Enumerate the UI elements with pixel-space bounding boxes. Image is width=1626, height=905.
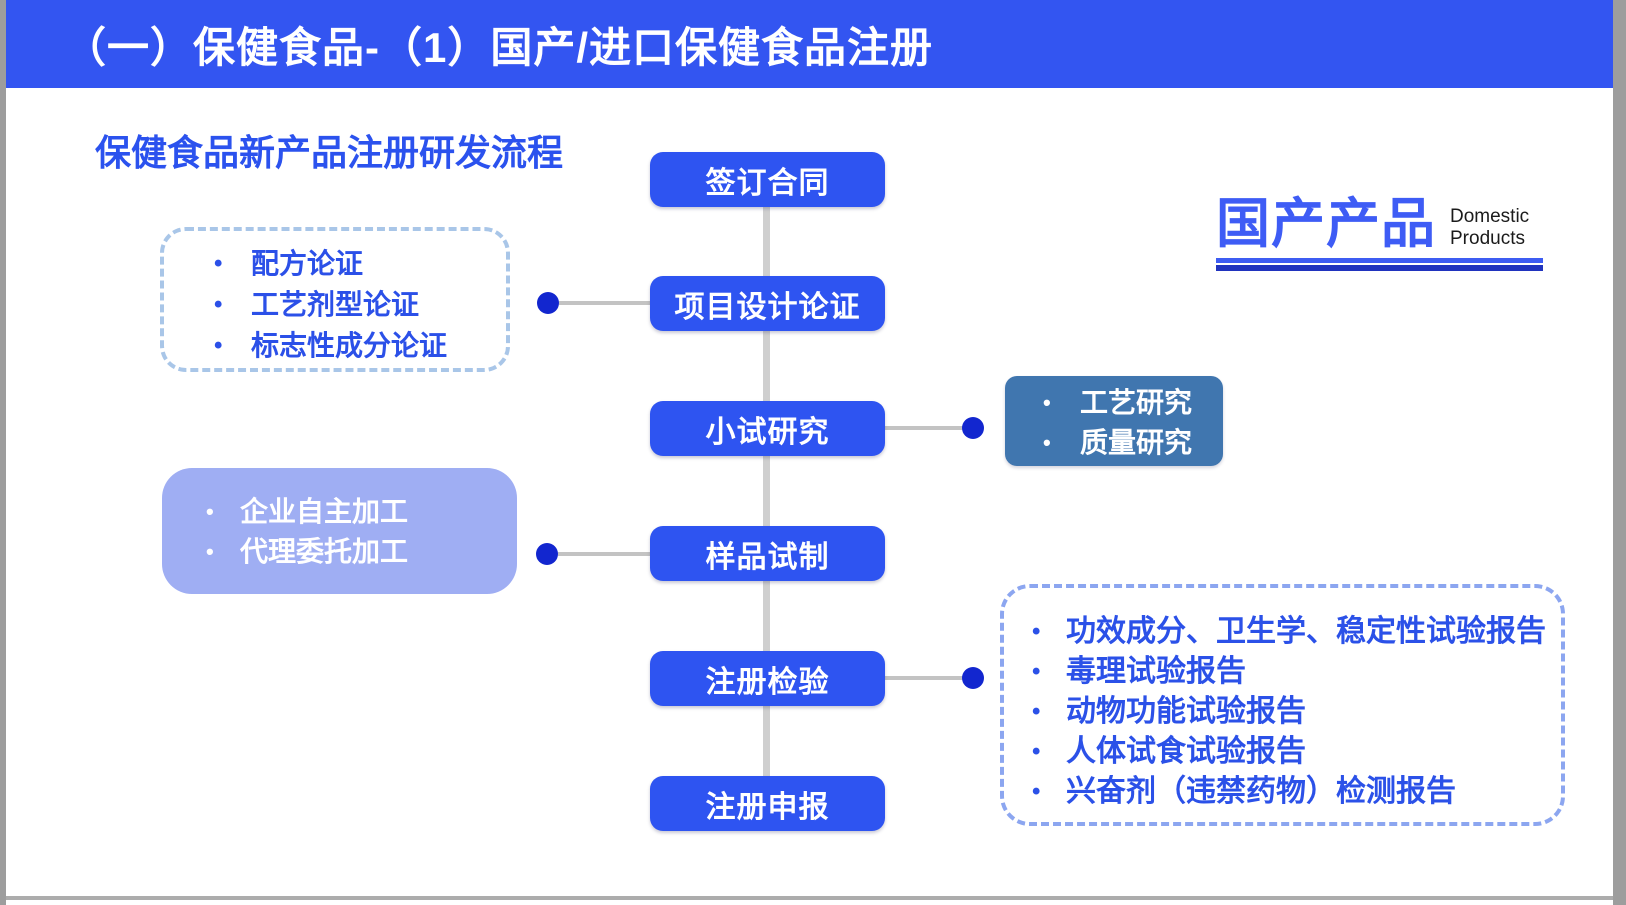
flow-step-lab-research: 小试研究 <box>650 401 885 456</box>
list-item: 人体试食试验报告 <box>1004 732 1561 772</box>
slide-title: （一）保健食品-（1）国产/进口保健食品注册 <box>64 23 934 71</box>
badge-underline-bottom <box>1216 265 1543 271</box>
flow-step-sign-contract: 签订合同 <box>650 152 885 207</box>
callout-registration-test-reports: 功效成分、卫生学、稳定性试验报告 毒理试验报告 动物功能试验报告 人体试食试验报… <box>1000 584 1565 826</box>
connector-dot-reports <box>962 667 984 689</box>
connector-dot-sample <box>536 543 558 565</box>
title-banner: （一）保健食品-（1）国产/进口保健食品注册 <box>6 0 1613 88</box>
connector-line-design <box>559 301 652 305</box>
flow-step-registration-inspection: 注册检验 <box>650 651 885 706</box>
connector-line-research <box>883 426 973 430</box>
list-item: 代理委托加工 <box>162 532 517 572</box>
flow-step-registration-filing: 注册申报 <box>650 776 885 831</box>
badge-title-cn: 国产产品 <box>1216 194 1436 254</box>
callout-design-argumentation: 配方论证 工艺剂型论证 标志性成分论证 <box>160 227 510 372</box>
list-item: 功效成分、卫生学、稳定性试验报告 <box>1004 612 1561 652</box>
list-item: 配方论证 <box>164 243 506 284</box>
connector-line-sample <box>558 552 652 556</box>
list-item: 质量研究 <box>1005 423 1223 463</box>
badge-underline-top <box>1216 258 1543 263</box>
connector-line-reports <box>883 676 973 680</box>
connector-dot-design <box>537 292 559 314</box>
list-item: 工艺研究 <box>1005 383 1223 423</box>
flow-step-project-design-review: 项目设计论证 <box>650 276 885 331</box>
flow-step-sample-trial: 样品试制 <box>650 526 885 581</box>
callout-sample-processing: 企业自主加工 代理委托加工 <box>162 468 517 594</box>
flow-subtitle: 保健食品新产品注册研发流程 <box>95 132 564 173</box>
list-item: 工艺剂型论证 <box>164 284 506 325</box>
slide-left-border <box>0 0 6 905</box>
list-item: 动物功能试验报告 <box>1004 692 1561 732</box>
slide-bottom-border <box>6 896 1613 900</box>
flow-spine-connector <box>763 179 770 803</box>
slide-right-border <box>1613 0 1626 905</box>
list-item: 兴奋剂（违禁药物）检测报告 <box>1004 772 1561 812</box>
callout-pilot-research: 工艺研究 质量研究 <box>1005 376 1223 466</box>
list-item: 毒理试验报告 <box>1004 652 1561 692</box>
connector-dot-research <box>962 417 984 439</box>
list-item: 标志性成分论证 <box>164 325 506 366</box>
list-item: 企业自主加工 <box>162 492 517 532</box>
